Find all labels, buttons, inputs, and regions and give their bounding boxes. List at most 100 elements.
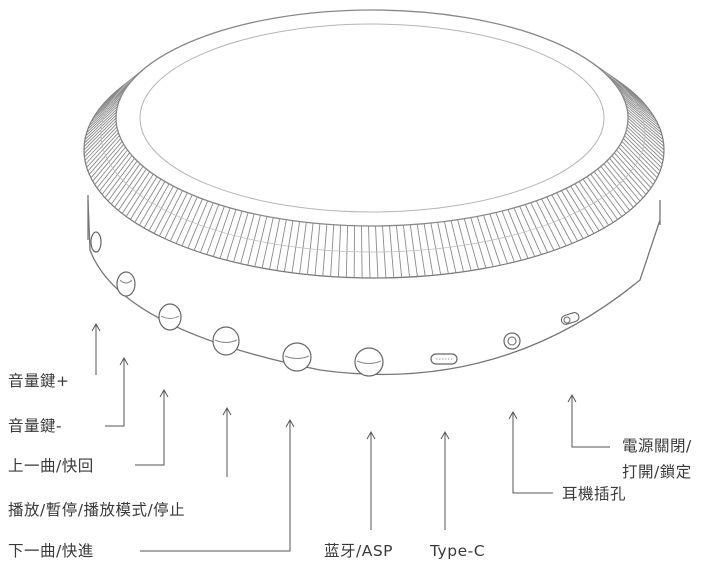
- knurl-ridge: [84, 108, 118, 140]
- knurl-ridge: [627, 117, 665, 151]
- knurl-ridge: [86, 132, 119, 168]
- type-c-port: [430, 353, 458, 365]
- knurl-ridge: [83, 114, 117, 147]
- knurl-ridge: [85, 129, 118, 165]
- knurl-ridge: [621, 141, 658, 179]
- knurl-ridge: [582, 178, 614, 223]
- label-volume-down: 音量鍵-: [8, 417, 63, 435]
- arrow-headphone: [508, 410, 553, 494]
- knurl-ridge: [94, 88, 126, 116]
- arrow-bt: [366, 430, 376, 530]
- next-key: [282, 342, 312, 372]
- knurl-ridge: [597, 168, 630, 211]
- knurl-ridge: [88, 97, 122, 127]
- label-play-pause: 播放/暫停/播放模式/停止: [8, 501, 186, 519]
- arrow-volume-up: [91, 322, 101, 375]
- knurl-ridge: [623, 97, 659, 127]
- knurl-ridge: [90, 141, 123, 179]
- knurl-ridge: [85, 105, 118, 137]
- knurl-ridge: [611, 155, 647, 195]
- arrow-type-c: [440, 430, 450, 530]
- knurl-ridge: [611, 80, 647, 106]
- knurl-ridge: [83, 117, 117, 151]
- label-power-line1: 電源關閉/: [622, 437, 692, 455]
- label-next-forward: 下一曲/快進: [8, 542, 94, 560]
- knurl-ridge: [627, 111, 664, 144]
- knurl-ridge: [118, 168, 147, 211]
- knurl-ridge: [101, 155, 133, 195]
- knurl-ridge: [614, 82, 649, 110]
- bt-key: [354, 347, 384, 377]
- knurl-ridge: [99, 82, 130, 110]
- knurl-ridge: [618, 88, 654, 116]
- knurl-ridge: [618, 146, 654, 185]
- knurl-ridge: [121, 171, 151, 214]
- knurl-ridge: [130, 176, 158, 220]
- knurl-ridge: [600, 166, 634, 208]
- knurl-ridge: [606, 74, 641, 100]
- arrow-prev: [135, 388, 169, 466]
- knurl-ridge: [86, 102, 119, 133]
- knurl-ridge: [84, 126, 118, 161]
- knurl-ridge: [114, 166, 144, 208]
- label-type-c: Type-C: [430, 542, 486, 560]
- arrow-play: [222, 406, 232, 477]
- knurl-ridge: [627, 114, 665, 147]
- volume-up-key: [90, 231, 102, 253]
- knurl-ridge: [586, 176, 618, 220]
- knurl-ridge: [90, 94, 123, 123]
- knurl-ridge: [625, 132, 662, 168]
- knurl-ridge: [606, 160, 641, 202]
- knurl-ridge: [104, 158, 135, 199]
- knurl-ridge: [87, 100, 120, 130]
- knurl-ridge: [614, 152, 649, 192]
- label-bluetooth-asp: 蓝牙/ASP: [324, 542, 394, 560]
- knurl-ridge: [603, 163, 638, 205]
- arrow-next: [140, 418, 295, 552]
- volume-down-key: [116, 271, 136, 297]
- knurl-ridge: [627, 123, 664, 158]
- play-key: [212, 326, 240, 356]
- knurl-ridge: [626, 129, 663, 165]
- knurl-ridge: [624, 135, 661, 172]
- device-body: [83, 9, 665, 376]
- knurl-ridge: [616, 85, 652, 113]
- knurl-ridge: [125, 173, 154, 217]
- label-prev-rewind: 上一曲/快回: [8, 457, 94, 475]
- knurl-ridge: [101, 80, 133, 106]
- knurl-ridge: [624, 100, 661, 130]
- arrow-volume-down: [105, 356, 129, 427]
- label-headphone-jack: 耳機插孔: [562, 485, 627, 503]
- prev-key: [158, 303, 182, 331]
- knurl-ridge: [620, 91, 656, 120]
- knurl-ridge: [84, 111, 117, 144]
- callouts: [91, 322, 610, 552]
- knurl-ridge: [590, 173, 623, 217]
- knurl-ridge: [84, 123, 117, 158]
- knurl-ridge: [593, 171, 627, 214]
- label-volume-up: 音量鍵+: [8, 372, 70, 390]
- knurl-ridge: [96, 85, 128, 113]
- knurl-ridge: [107, 160, 138, 202]
- knurl-ridge: [88, 138, 122, 175]
- knurl-ridge: [87, 135, 120, 172]
- knurl-ridge: [616, 149, 652, 189]
- knurl-ridge: [609, 158, 644, 199]
- knurl-ridge: [627, 120, 665, 154]
- knurl-ridge: [625, 102, 662, 133]
- knurl-ridge: [626, 108, 664, 140]
- arrow-power: [567, 393, 610, 448]
- knurl-ridge: [626, 105, 663, 137]
- knurl-ridge: [621, 94, 658, 123]
- knurl-ridge: [619, 143, 656, 182]
- knurl-ridge: [626, 126, 664, 161]
- knurl-ridge: [110, 163, 141, 205]
- knurl-ridge: [609, 77, 644, 103]
- label-power-line2: 打開/鎖定: [622, 463, 692, 481]
- side-buttons: [90, 231, 580, 377]
- knurl-ridge: [92, 91, 124, 120]
- knurl-ridge: [83, 120, 117, 154]
- knurl-ridge: [92, 144, 125, 182]
